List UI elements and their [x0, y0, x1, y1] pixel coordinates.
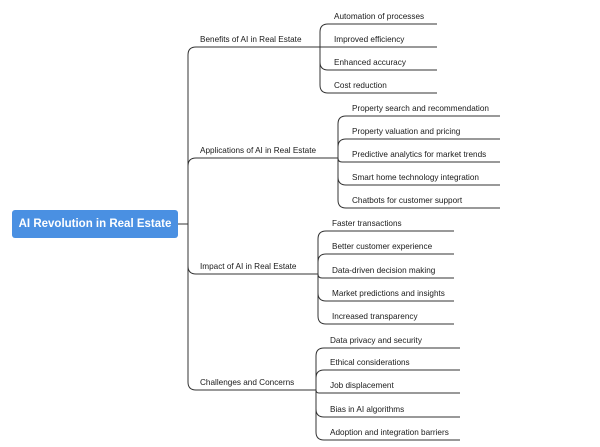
leaf-node[interactable]: Better customer experience [332, 242, 433, 251]
connector-line [337, 158, 500, 209]
connector-line [317, 274, 454, 325]
leaf-node[interactable]: Cost reduction [334, 81, 387, 90]
leaf-node[interactable]: Faster transactions [332, 219, 402, 228]
connector-line [187, 224, 316, 391]
leaf-node[interactable]: Data privacy and security [330, 336, 422, 345]
connector-line [187, 46, 320, 224]
branch-impact[interactable]: Impact of AI in Real Estate [200, 262, 297, 271]
root-node[interactable]: AI Revolution in Real Estate [12, 210, 178, 238]
leaf-node[interactable]: Data-driven decision making [332, 266, 436, 275]
leaf-node[interactable]: Property valuation and pricing [352, 127, 461, 136]
connector-line [315, 347, 460, 390]
leaf-node[interactable]: Increased transparency [332, 312, 418, 321]
connector-line [337, 138, 500, 158]
leaf-node[interactable]: Predictive analytics for market trends [352, 150, 487, 159]
connector-line [319, 47, 437, 94]
leaf-node[interactable]: Ethical considerations [330, 358, 410, 367]
connector-line [315, 369, 460, 390]
leaf-node[interactable]: Automation of processes [334, 12, 425, 21]
connector-line [319, 23, 437, 47]
leaf-node[interactable]: Market predictions and insights [332, 289, 445, 298]
leaf-node[interactable]: Job displacement [330, 381, 394, 390]
leaf-node[interactable]: Smart home technology integration [352, 173, 479, 182]
connector-line [317, 253, 454, 274]
leaf-node[interactable]: Chatbots for customer support [352, 196, 463, 205]
branch-applications[interactable]: Applications of AI in Real Estate [200, 146, 317, 155]
branch-challenges[interactable]: Challenges and Concerns [200, 378, 295, 387]
connector-line [315, 390, 460, 441]
leaf-node[interactable]: Bias in AI algorithms [330, 405, 405, 414]
connector-line [317, 230, 454, 274]
leaf-node[interactable]: Adoption and integration barriers [330, 428, 449, 437]
leaf-node[interactable]: Improved efficiency [334, 35, 405, 44]
leaf-node[interactable]: Enhanced accuracy [334, 58, 406, 67]
branch-benefits[interactable]: Benefits of AI in Real Estate [200, 35, 302, 44]
connector-line [187, 157, 338, 224]
connector-line [337, 115, 500, 158]
leaf-node[interactable]: Property search and recommendation [352, 104, 489, 113]
